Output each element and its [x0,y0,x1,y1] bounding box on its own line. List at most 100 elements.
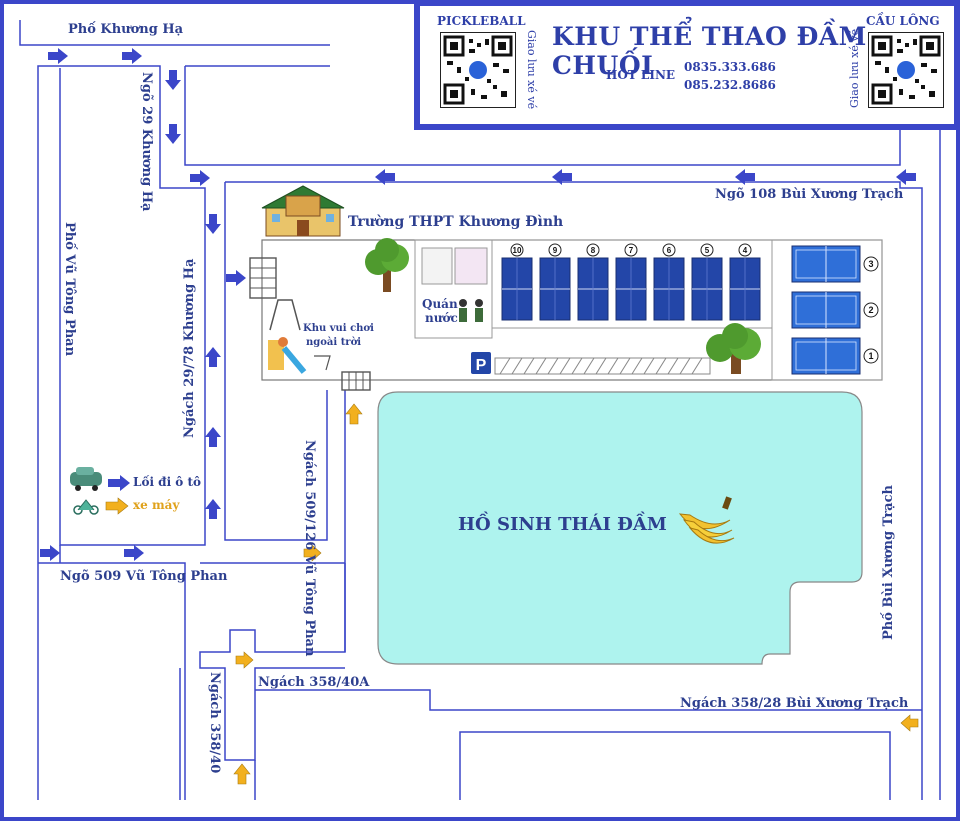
court-number: 1 [868,351,873,361]
playground-label-1: Khu vui chơi [303,323,374,334]
badminton-court: 1 [791,337,879,375]
arrow-left-icon [375,169,395,185]
parking-lane [494,357,711,375]
court-number-badge [548,243,562,257]
road-khuong-ha-top [19,20,330,46]
legend-car-label: Lối đi ô tô [133,474,201,489]
street-label-ngach-358-28: Ngách 358/28 Bùi Xương Trạch [680,696,909,711]
arrow-left-icon [735,169,755,185]
court-number: 5 [705,246,710,255]
arrow-down-icon [165,70,181,90]
school-label: Trường THPT Khương Đình [348,214,563,230]
court-number: 4 [743,246,748,255]
street-label-ngo-29: Ngõ 29 Khương Hạ [139,72,154,212]
pickleball-court: 10 [501,243,533,321]
arrow-right-icon [226,270,246,286]
playground-label-2: ngoài trời [306,337,361,348]
pickleball-court: 5 [691,243,723,321]
motorbike-direction-arrows [105,403,919,785]
pickleball-label: PICKLEBALL [437,14,526,28]
street-label-ngach-509-126: Ngách 509/126 Vũ Tông Phan [302,440,317,657]
arrow-right-icon [303,544,322,562]
pickleball-court: 8 [577,243,609,321]
hotline-number-1: 0835.333.686 [684,60,776,74]
street-label-ngach-358-40: Ngách 358/40 [207,672,222,773]
pickleball-court: 9 [539,243,571,321]
tree-icon [365,238,409,292]
pickleball-court: 6 [653,243,685,321]
legend-car-arrow-icon [108,475,130,491]
arrow-down-icon [205,214,221,234]
page-title: KHU THỂ THAO ĐẦM CHUỐI [552,22,867,80]
court-number-badge [863,348,879,364]
playground-icon [268,299,331,374]
court-number: 3 [868,259,873,269]
cafe-area [414,239,493,339]
arrow-right-icon [122,48,142,64]
arrow-up-icon [205,499,221,519]
qr-code-pickleball[interactable] [440,32,516,108]
court-number: 9 [553,246,558,255]
badminton-area [771,239,883,381]
badminton-label: CẦU LÔNG [866,14,940,28]
hotline-number-2: 085.232.8686 [684,78,776,92]
cafe-label-2: nước [425,311,458,325]
street-label-ngo-509: Ngõ 509 Vũ Tông Phan [60,569,228,584]
pickleball-courts: 10 9 8 7 6 5 4 [501,243,761,321]
cafe-label-1: Quán [422,297,458,311]
arrow-left-icon [896,169,916,185]
street-label-ngo-108: Ngõ 108 Bùi Xương Trạch [715,187,904,202]
motorbike-icon [73,499,99,515]
arrow-up-icon [205,347,221,367]
school-building-icon [261,185,345,237]
court-number: 6 [667,246,672,255]
street-label-ngach-29-78: Ngách 29/78 Khương Hạ [182,258,197,438]
arrow-up-icon [345,403,363,425]
street-label-vu-tong-phan: Phố Vũ Tông Phan [62,222,78,357]
court-number-badge [624,243,638,257]
pickleball-court: 7 [615,243,647,321]
arrow-right-icon [235,651,254,669]
legend-bike-label: xe máy [133,498,180,512]
car-icon [70,467,102,491]
legend-bike-arrow-icon [105,497,129,515]
court-number-badge [586,243,600,257]
court-number-badge [510,243,524,257]
cafe-people-icon [421,247,488,322]
arrow-right-icon [48,48,68,64]
qr-code-icon [871,35,941,105]
qr-code-badminton[interactable] [868,32,944,108]
street-label-ngach-358-40a: Ngách 358/40A [258,675,370,690]
court-number-badge [863,256,879,272]
arrow-up-icon [205,427,221,447]
banana-icon [678,496,735,544]
lake-label: HỒ SINH THÁI ĐẦM [458,510,667,535]
tree-icon [706,323,761,374]
pickleball-court: 4 [729,243,761,321]
qr-caption-pickleball: Giao lưu xé vé [525,30,538,110]
court-number: 7 [629,246,634,255]
street-label-pho-bui-xuong-trach: Phố Bùi Xương Trạch [880,484,896,640]
badminton-court: 2 [791,291,879,329]
court-number: 2 [868,305,873,315]
hotline-label: HOT LINE [606,68,676,82]
court-number: 8 [591,246,596,255]
court-number-badge [662,243,676,257]
road-loop-left [37,65,206,800]
sports-compound [261,239,883,381]
entrance-gate-icon [341,371,371,391]
arrow-right-icon [40,545,60,561]
arrow-left-icon [552,169,572,185]
car-direction-arrows [40,48,916,561]
entrance-gate-icon [249,257,277,299]
badminton-courts: 3 2 1 [791,245,879,375]
arrow-right-icon [124,545,144,561]
court-number-badge [863,302,879,318]
badminton-court: 3 [791,245,879,283]
arrow-left-icon [900,714,919,732]
arrow-down-icon [165,124,181,144]
lake-shape [377,391,863,665]
parking-sign-icon [471,352,491,374]
street-label-pho-khuong-ha: Phố Khương Hạ [68,21,184,37]
